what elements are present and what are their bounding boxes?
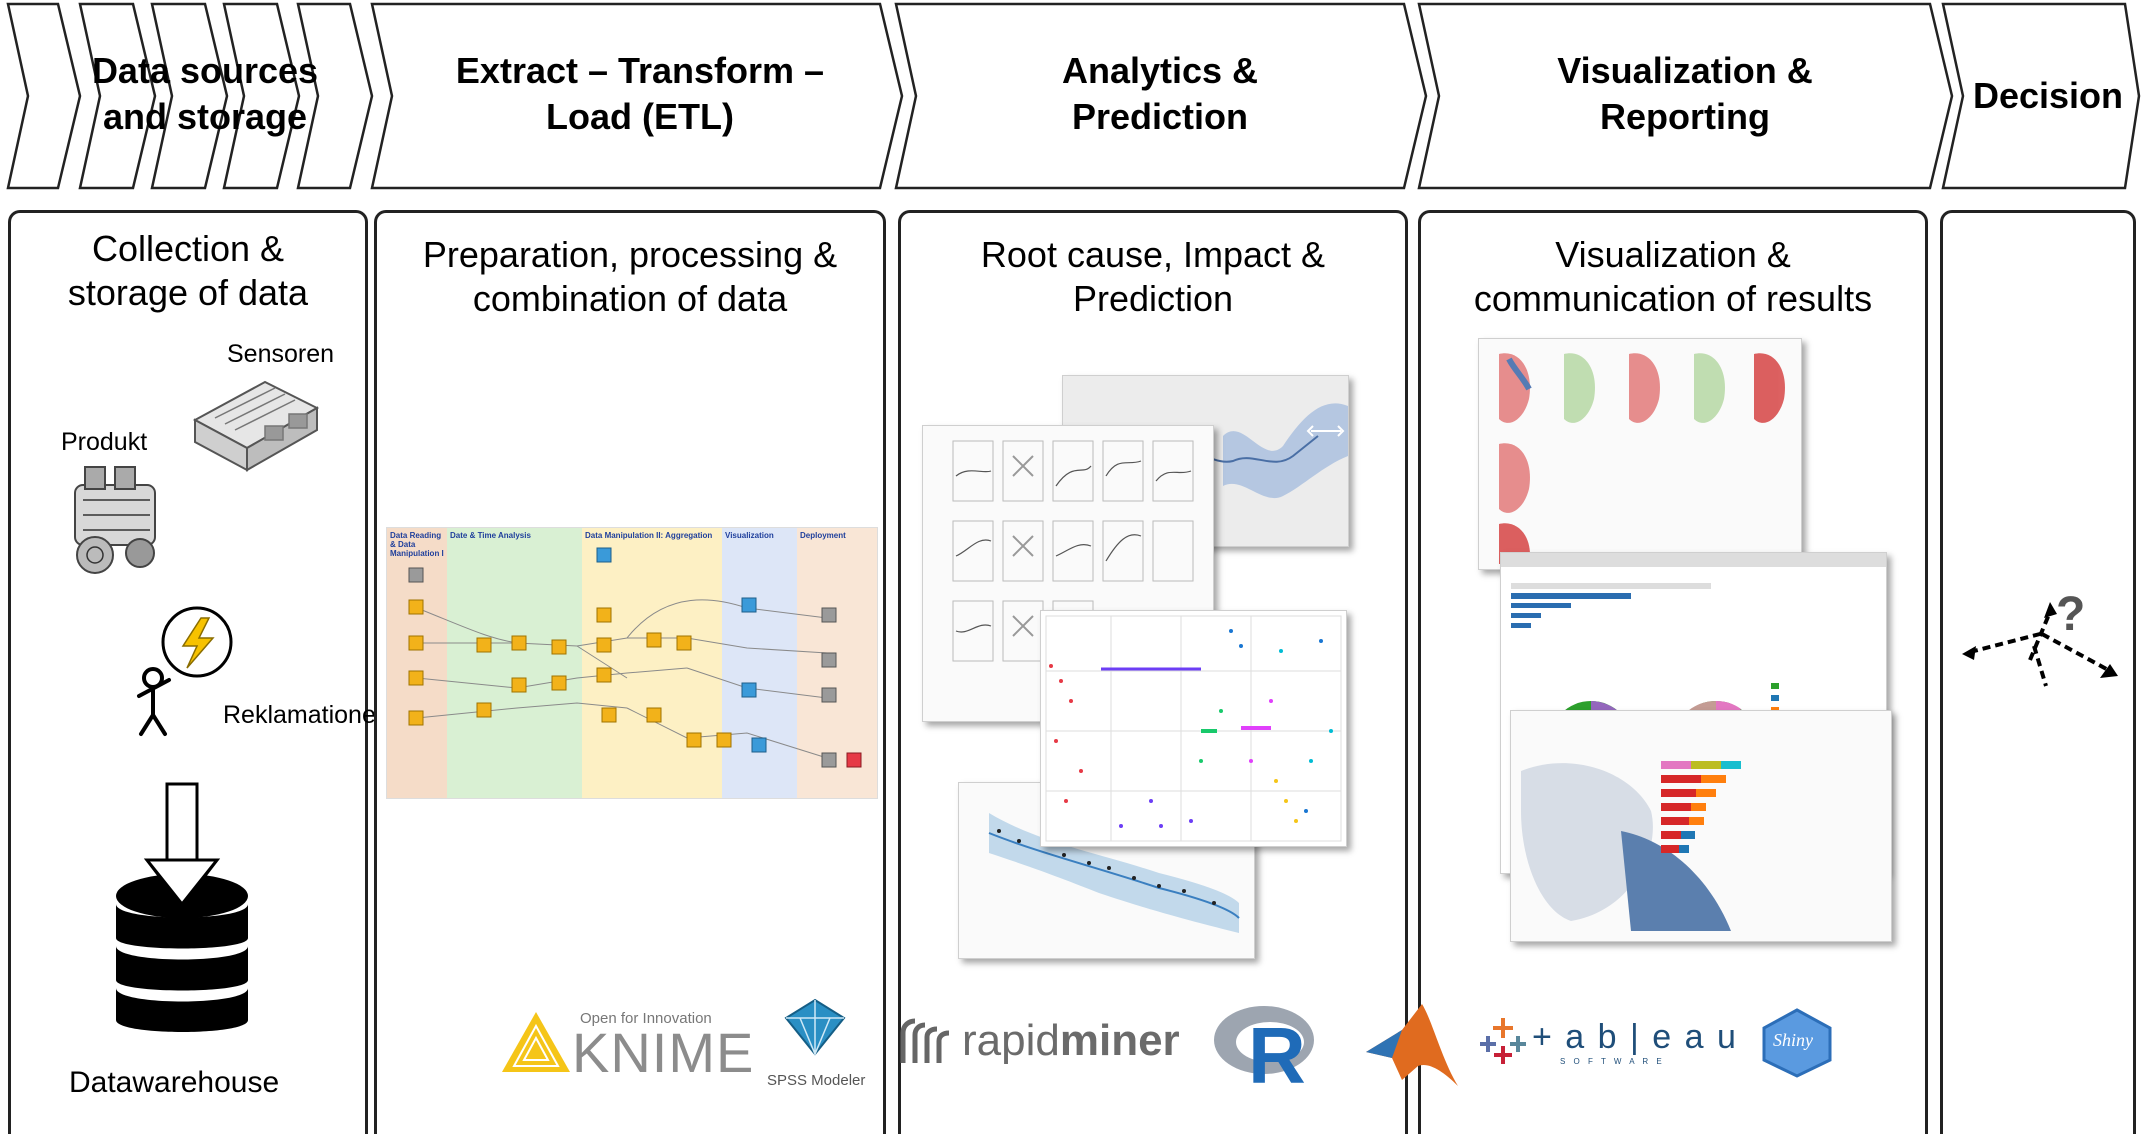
subtitle-line: Visualization & [1555, 234, 1791, 275]
section-label: Data Manipulation II: Aggregation [585, 531, 713, 540]
subtitle-line: storage of data [67, 272, 309, 313]
section-label: Date & Time Analysis [450, 531, 531, 540]
r-logo-icon [1214, 1006, 1314, 1074]
spss-logo: SPSS Modeler [767, 1072, 866, 1089]
engine-product-icon [74, 466, 156, 574]
subtitle-line: combination of data [472, 278, 788, 319]
product-label: Produkt [61, 428, 148, 456]
knime-triangle-icon [502, 1012, 570, 1072]
sensor-label: Sensoren [227, 340, 335, 368]
subtitle-line: communication of results [1473, 278, 1873, 319]
process-chevrons [6, 2, 2141, 190]
shiny-hex-icon [1762, 1008, 1832, 1078]
stacked-bar-map [1521, 761, 1741, 931]
stage-title-etl: Extract – Transform – Load (ETL) [400, 48, 880, 140]
stage-title-data-sources: Data sources and storage [60, 48, 350, 140]
shiny-logo: Shiny [1773, 1030, 1813, 1050]
stage-title-line: Prediction [1071, 96, 1249, 137]
map-grid [1499, 353, 1785, 564]
panel-subtitle: Root cause, Impact & Prediction [901, 233, 1405, 321]
stage-title-decision: Decision [1958, 73, 2138, 119]
stacked-bar-map-thumbnail [1510, 710, 1892, 942]
knime-tagline: Open for Innovation [580, 1010, 712, 1027]
subtitle-line: Preparation, processing & [422, 234, 838, 275]
decision-crossroads-icon: ? [1962, 590, 2118, 687]
panel-subtitle: Collection & storage of data [11, 227, 365, 315]
rapidminer-icon [900, 1018, 950, 1063]
stage-title-line: Load (ETL) [546, 96, 734, 137]
subtitle-line: Collection & [91, 228, 285, 269]
scatter-matrix-plot [1045, 615, 1342, 842]
rapidminer-logo-part: miner [1059, 1016, 1180, 1065]
arrow-tip-icon [143, 858, 221, 907]
panel-subtitle: Visualization & communication of results [1421, 233, 1925, 321]
tableau-subtext: S O F T W A R E [1560, 1057, 1665, 1066]
sensor-device-icon [192, 380, 320, 472]
stage-title-line: Data sources [91, 50, 319, 91]
scatter-matrix-thumbnail [1040, 610, 1347, 847]
stage-title-line: Reporting [1600, 96, 1770, 137]
rapidminer-logo-part: rapid [962, 1016, 1060, 1065]
stage-title-line: Visualization & [1557, 50, 1813, 91]
workflow-section-aggregation: Data Manipulation II: Aggregation [582, 528, 722, 798]
subtitle-line: Prediction [1072, 278, 1234, 319]
workflow-nodes [408, 547, 862, 768]
stage-title-line: Extract – Transform – [455, 50, 825, 91]
panel-decision [1940, 210, 2136, 1134]
complaints-label: Reklamationen [223, 701, 390, 729]
stage-title-line: and storage [102, 96, 308, 137]
knime-logo: KNIME [572, 1021, 755, 1084]
small-multiples-grid [952, 440, 1194, 662]
section-label: Deployment [800, 531, 846, 540]
rapidminer-logo: rapidminer [962, 1016, 1180, 1066]
stage-title-line: Analytics & [1061, 50, 1259, 91]
map-grid-thumbnail [1478, 338, 1802, 570]
complaint-person-icon [137, 606, 233, 736]
stage-title-visualization: Visualization & Reporting [1440, 48, 1930, 140]
section-label: Visualization [725, 531, 774, 540]
subtitle-line: Root cause, Impact & [980, 234, 1326, 275]
panel-subtitle: Preparation, processing & combination of… [377, 233, 883, 321]
tableau-logo: + a b | e a u [1532, 1018, 1738, 1056]
r-logo: R [1248, 1011, 1306, 1100]
section-label: Data Reading & Data Manipulation I [390, 531, 444, 558]
warehouse-label: Datawarehouse [69, 1066, 280, 1099]
svg-text:?: ? [2056, 590, 2085, 641]
stage-title-analytics: Analytics & Prediction [920, 48, 1400, 140]
tableau-cross-icon [1480, 1018, 1526, 1064]
workflow-section-date-time: Date & Time Analysis [447, 528, 582, 798]
etl-workflow-screenshot: Data Reading & Data Manipulation I Date … [386, 527, 878, 799]
matlab-peak-icon [1366, 1004, 1458, 1086]
workflow-section-visualization: Visualization [722, 528, 797, 798]
spss-diamond-icon [784, 998, 846, 1056]
stage-title-line: Decision [1972, 75, 2124, 116]
